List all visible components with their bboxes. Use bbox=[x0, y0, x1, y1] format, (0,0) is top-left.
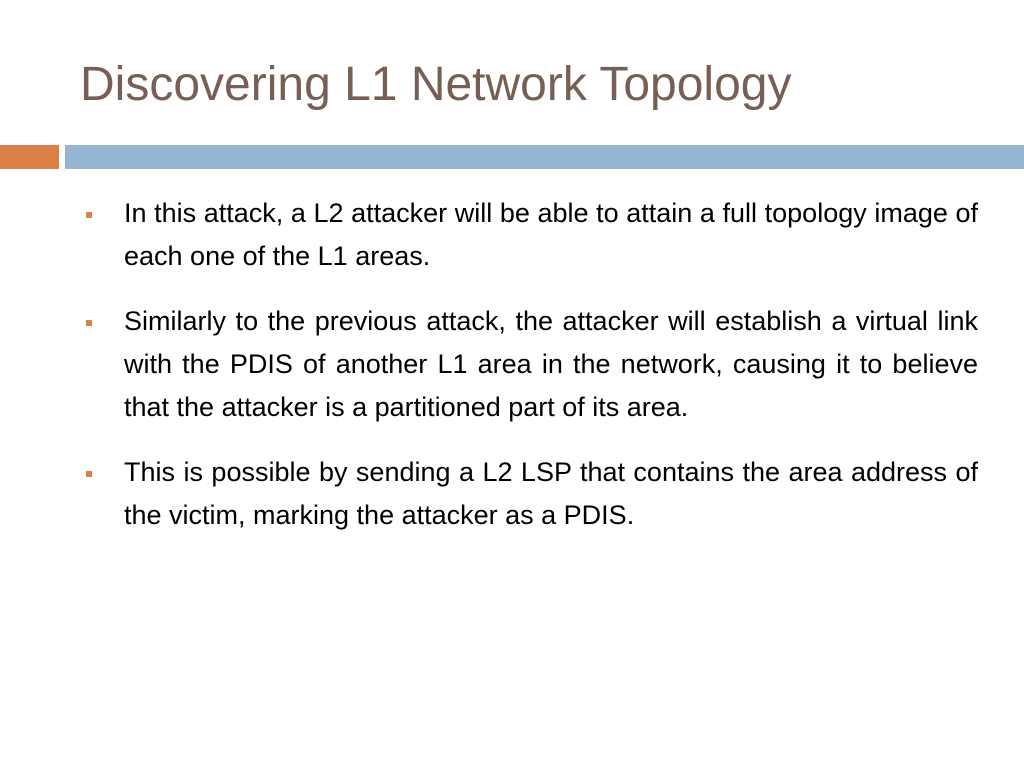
square-bullet-icon bbox=[86, 471, 92, 477]
bullet-text: This is possible by sending a L2 LSP tha… bbox=[124, 457, 978, 530]
accent-bar-orange bbox=[0, 145, 59, 169]
bullet-item: Similarly to the previous attack, the at… bbox=[86, 300, 978, 429]
bullet-item: In this attack, a L2 attacker will be ab… bbox=[86, 192, 978, 278]
square-bullet-icon bbox=[86, 320, 92, 326]
bullet-list: In this attack, a L2 attacker will be ab… bbox=[86, 192, 978, 559]
bullet-text: In this attack, a L2 attacker will be ab… bbox=[124, 198, 978, 271]
accent-bar-blue bbox=[65, 145, 1024, 169]
bullet-text: Similarly to the previous attack, the at… bbox=[124, 306, 978, 422]
bullet-item: This is possible by sending a L2 LSP tha… bbox=[86, 451, 978, 537]
square-bullet-icon bbox=[86, 212, 92, 218]
slide-title: Discovering L1 Network Topology bbox=[80, 58, 792, 111]
